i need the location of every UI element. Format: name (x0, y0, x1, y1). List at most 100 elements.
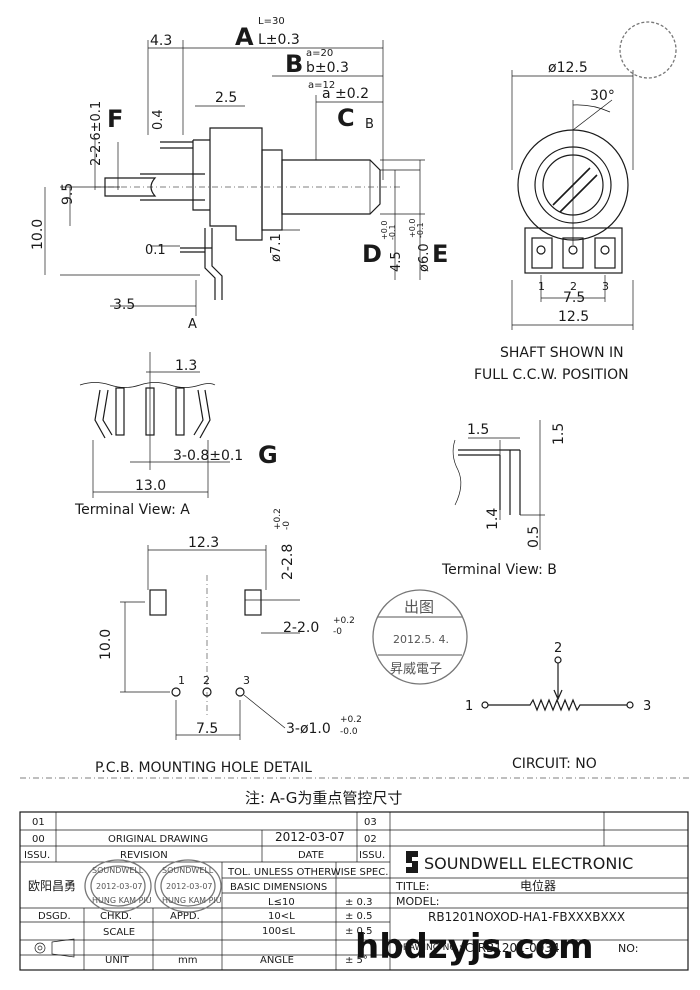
title-value: 电位器 (520, 878, 556, 893)
dim-10-0: 10.0 (30, 219, 46, 250)
watermark: hbdzyjs.com (355, 927, 594, 967)
dim-phi12-5: ø12.5 (548, 60, 588, 76)
title-label: TITLE: (395, 880, 429, 893)
pcb-caption: P.C.B. MOUNTING HOLE DETAIL (95, 760, 312, 776)
tol-row1: L≤10 (268, 897, 295, 908)
unit-label: UNIT (105, 955, 130, 966)
tol-val2: ± 0.5 (345, 911, 372, 922)
appd-label: APPD. (170, 911, 200, 922)
stamp-date-line2: 2012.5. 4. (393, 633, 449, 646)
rev-01: 01 (32, 817, 45, 828)
dim-4-3: 4.3 (150, 33, 172, 49)
note-text: 注: A-G为重点管控尺寸 (245, 789, 402, 807)
pcb-pin-3: 3 (243, 674, 250, 687)
stamp-date-line3: 昇威電子 (390, 662, 442, 677)
pin-2: 2 (570, 280, 577, 293)
pcb-detail: 12.3 2-2.8 +0.2 -0 2-2.0 +0.2 -0 10.0 1 … (98, 508, 362, 740)
circuit-caption: CIRCUIT: NO (512, 756, 597, 772)
dim-1-5a: 1.5 (467, 422, 489, 438)
dsgd-label: DSGD. (38, 911, 71, 922)
dim-30deg: 30° (590, 88, 615, 104)
date-label: DATE (298, 850, 324, 861)
dim-0-1: 0.1 (145, 243, 166, 258)
drawing-no-value: C-RB1201-0034 (465, 941, 560, 955)
no-label: NO: (618, 942, 638, 955)
shaft-note-1: SHAFT SHOWN IN (500, 345, 624, 361)
original-drawing: ORIGINAL DRAWING (108, 834, 208, 845)
corner-stamp (619, 21, 677, 79)
label-view-a: A (188, 317, 197, 332)
drawing-no-label: DRAWING NO.: (396, 943, 462, 953)
stamp1-bot: HUNG KAM PIU (92, 896, 152, 905)
shaft-note-2: FULL C.C.W. POSITION (474, 367, 629, 383)
stamp-date-line1: 出图 (404, 598, 434, 616)
dim-3-5: 3.5 (113, 297, 135, 313)
dim-f: 2-2.6±0.1 (89, 101, 104, 166)
model-label: MODEL: (396, 895, 439, 908)
label-b: B (285, 50, 303, 78)
label-a: A (235, 23, 254, 51)
dim-3-1-0-tol-up: +0.2 (340, 715, 362, 725)
dim-4-5-tol-dn: -0.1 (388, 224, 397, 240)
date-value: 2012-03-07 (275, 830, 345, 844)
pin-3: 3 (602, 280, 609, 293)
dim-b-a20: a=20 (306, 48, 333, 59)
dim-10-0-pcb: 10.0 (98, 629, 114, 660)
dim-12-3: 12.3 (188, 535, 219, 551)
stamp2-mid: 2012-03-07 (166, 882, 213, 891)
terminal-view-b: 1.5 1.5 1.4 0.5 Terminal View: B (441, 420, 567, 578)
company-name: SOUNDWELL ELECTRONIC (424, 854, 633, 873)
circuit-pin-2: 2 (554, 641, 562, 656)
revision-label: REVISION (120, 850, 168, 861)
tol-header: TOL. UNLESS OTHERWISE SPEC. (227, 867, 388, 878)
rev-02: 02 (364, 834, 377, 845)
basic-dims: BASIC DIMENSIONS (230, 882, 327, 893)
dim-0-4: 0.4 (151, 109, 166, 130)
scale-label: SCALE (103, 927, 135, 938)
terminal-view-b-label: Terminal View: B (441, 562, 557, 578)
projection-symbol-icon (34, 938, 75, 958)
tol-val4: ± 5° (345, 955, 368, 966)
dim-2-2-0: 2-2.0 (283, 620, 319, 636)
angle-label: ANGLE (260, 955, 294, 966)
terminal-view-a-label: Terminal View: A (74, 502, 190, 518)
dim-2-2-0-tol-up: +0.2 (333, 616, 355, 626)
dim-1-3: 1.3 (175, 358, 197, 374)
circuit-symbol: 1 2 3 (465, 641, 651, 714)
dim-4-5: 4.5 (389, 251, 404, 272)
tol-row3: 100≤L (262, 926, 295, 937)
dim-g: 3-0.8±0.1 (173, 448, 243, 464)
date-stamp: 出图 2012.5. 4. 昇威電子 (372, 589, 468, 685)
dim-c-a02: a ±0.2 (322, 86, 369, 102)
dim-7-5-front: 7.5 (563, 290, 585, 306)
company-logo-icon (406, 851, 418, 873)
dim-2-2-0-tol-dn: -0 (333, 627, 342, 637)
label-view-b: B (365, 117, 374, 132)
dim-4-5-tol-up: +0.0 (380, 221, 389, 240)
dim-b-b03: b±0.3 (306, 60, 349, 76)
pcb-pin-2: 2 (203, 674, 210, 687)
model-value: RB1201NOXOD-HA1-FBXXXBXXX (428, 910, 625, 924)
chkd-label: CHKD. (100, 911, 132, 922)
label-c: C (337, 104, 355, 132)
circuit-pin-3: 3 (643, 699, 651, 714)
stamp2-bot: HUNG KAM PIU (162, 896, 222, 905)
dim-2-5: 2.5 (215, 90, 237, 106)
unit-value: mm (178, 955, 197, 966)
tol-val3: ± 0.5 (345, 926, 372, 937)
dim-3-1-0-tol-dn: -0.0 (340, 727, 358, 737)
pin-1: 1 (538, 280, 545, 293)
designer-name: 欧阳昌勇 (28, 879, 76, 893)
dim-2-2-8-tol-up: +0.2 (273, 508, 283, 530)
dim-1-4: 1.4 (485, 508, 501, 530)
dim-6-0: ø6.0 (417, 243, 432, 272)
dim-c-a12: a=12 (308, 80, 335, 91)
dim-6-0-tol-up: +0.0 (408, 219, 417, 238)
dim-9-5: 9.5 (60, 183, 76, 205)
pcb-pin-1: 1 (178, 674, 185, 687)
title-block: 01 00 ISSU. ORIGINAL DRAWING REVISION 20… (19, 811, 689, 971)
dim-2-2-8-tol-dn: -0 (282, 521, 292, 530)
dim-12-5-front: 12.5 (558, 309, 589, 325)
label-d: D (362, 240, 382, 268)
